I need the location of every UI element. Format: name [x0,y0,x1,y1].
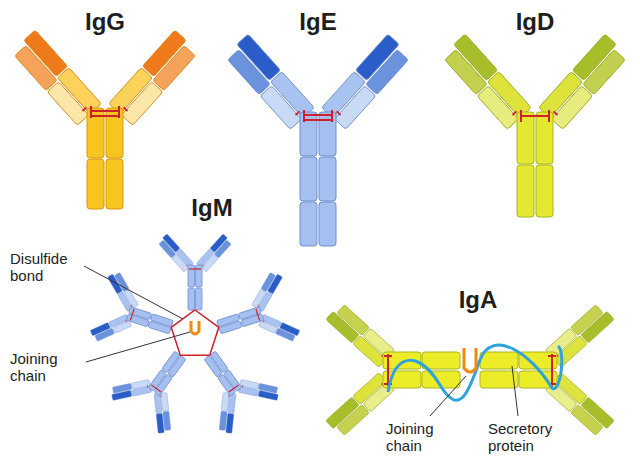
igm-pentamer [87,234,303,439]
antibody-title: IgG [85,8,125,36]
callout-label: Disulfide bond [10,250,84,285]
igg-antibody [11,30,199,209]
callout-label: Joining chain [10,350,84,385]
antibody-title: IgE [299,8,336,36]
joining-chain [191,321,199,334]
leader-line [512,366,518,416]
leader-line [430,376,466,416]
antibody-title: IgD [516,8,555,36]
callout-label: Joining chain [386,420,470,455]
joining-chain [464,348,476,372]
callout-label: Secretory protein [488,420,584,455]
igd-antibody [441,34,629,217]
leader-line [86,332,190,362]
leader-line [84,266,183,319]
antibody-title: IgA [459,286,498,314]
iga-dimer [326,302,615,438]
antibody-title: IgM [191,194,232,222]
secretory-component [388,345,562,400]
ige-antibody [224,34,412,246]
